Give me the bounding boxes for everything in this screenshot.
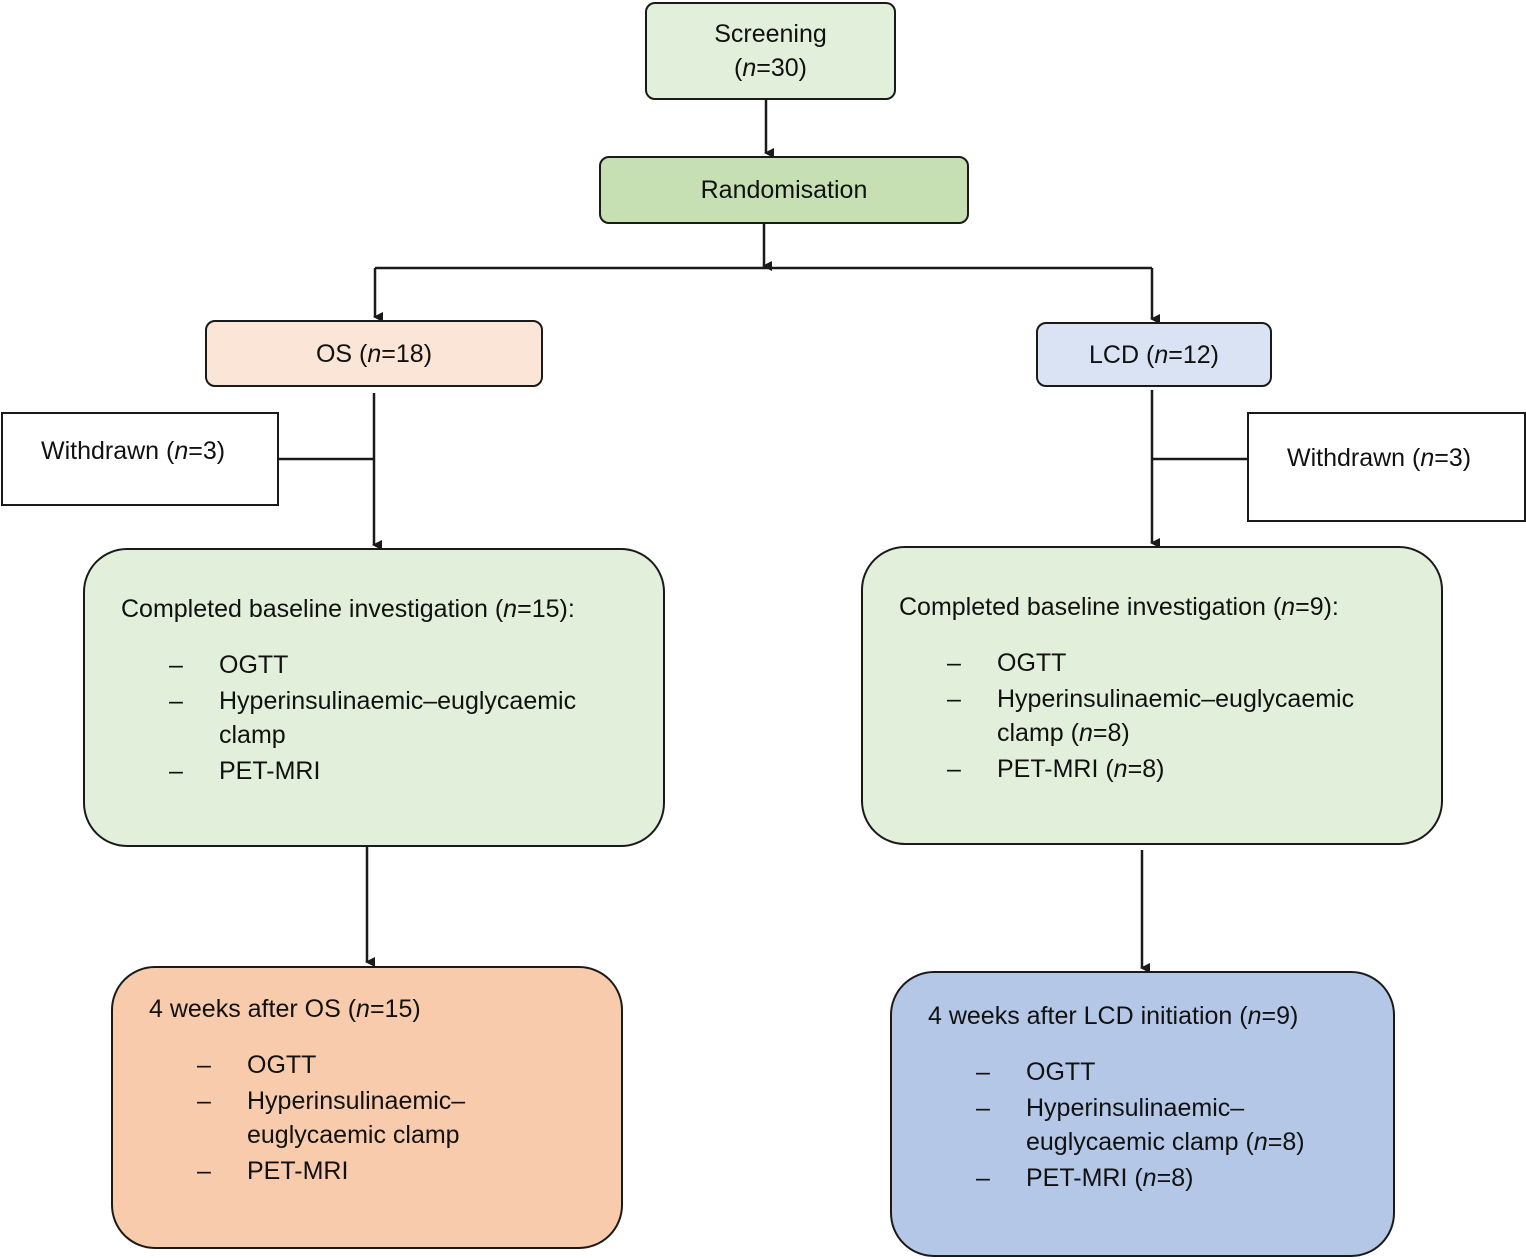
lcd-arm-label: LCD (n=12) xyxy=(1089,340,1219,369)
os-arm-box: OS (n=18) xyxy=(205,320,543,387)
screening-label: Screening xyxy=(714,20,827,48)
lcd-withdrawn-box: Withdrawn (n=3) xyxy=(1247,412,1526,522)
lcd-baseline-title: Completed baseline investigation (n=9): xyxy=(899,593,1339,621)
os-followup-list: –OGTT –Hyperinsulinaemic–euglycaemic cla… xyxy=(149,1048,621,1188)
os-followup-box: 4 weeks after OS (n=15) –OGTT –Hyperinsu… xyxy=(111,966,623,1249)
list-item: –Hyperinsulinaemic–euglycaemic clamp xyxy=(149,1084,621,1152)
randomisation-box: Randomisation xyxy=(599,156,969,224)
lcd-arm-box: LCD (n=12) xyxy=(1036,322,1272,387)
list-item: –Hyperinsulinaemic–euglycaemic clamp (n=… xyxy=(928,1091,1393,1159)
screening-box: Screening (n=30) xyxy=(645,2,896,100)
list-item: –OGTT xyxy=(899,646,1441,680)
list-item: –Hyperinsulinaemic–euglycaemic clamp xyxy=(121,684,663,752)
list-item: –OGTT xyxy=(121,648,663,682)
list-item: –OGTT xyxy=(149,1048,621,1082)
dash-bullet: – xyxy=(947,685,961,713)
lcd-followup-box: 4 weeks after LCD initiation (n=9) –OGTT… xyxy=(890,971,1395,1257)
os-baseline-list: –OGTT –Hyperinsulinaemic–euglycaemic cla… xyxy=(121,648,663,788)
dash-bullet: – xyxy=(197,1087,211,1115)
lcd-baseline-box: Completed baseline investigation (n=9): … xyxy=(861,546,1443,845)
os-arm-label: OS (n=18) xyxy=(315,339,433,368)
list-item: –OGTT xyxy=(928,1055,1393,1089)
lcd-followup-title: 4 weeks after LCD initiation (n=9) xyxy=(928,1002,1299,1030)
lcd-withdrawn-label: Withdrawn (n=3) xyxy=(1287,444,1472,472)
list-item: –PET-MRI xyxy=(121,754,663,788)
list-item: –Hyperinsulinaemic–euglycaemic clamp (n=… xyxy=(899,682,1441,750)
dash-bullet: – xyxy=(197,1051,211,1079)
dash-bullet: – xyxy=(976,1058,990,1086)
dash-bullet: – xyxy=(169,651,183,679)
dash-bullet: – xyxy=(169,757,183,785)
lcd-baseline-list: –OGTT –Hyperinsulinaemic–euglycaemic cla… xyxy=(899,646,1441,786)
dash-bullet: – xyxy=(169,687,183,715)
dash-bullet: – xyxy=(947,649,961,677)
os-baseline-title: Completed baseline investigation (n=15): xyxy=(121,595,575,623)
os-withdrawn-box: Withdrawn (n=3) xyxy=(1,412,279,506)
os-baseline-box: Completed baseline investigation (n=15):… xyxy=(83,548,665,847)
lcd-followup-list: –OGTT –Hyperinsulinaemic–euglycaemic cla… xyxy=(928,1055,1393,1195)
os-withdrawn-label: Withdrawn (n=3) xyxy=(41,437,226,465)
list-item: –PET-MRI xyxy=(149,1154,621,1188)
dash-bullet: – xyxy=(976,1094,990,1122)
randomisation-label: Randomisation xyxy=(700,176,868,204)
list-item: –PET-MRI (n=8) xyxy=(928,1161,1393,1195)
dash-bullet: – xyxy=(976,1164,990,1192)
dash-bullet: – xyxy=(197,1157,211,1185)
screening-count: (n=30) xyxy=(734,54,807,82)
list-item: –PET-MRI (n=8) xyxy=(899,752,1441,786)
dash-bullet: – xyxy=(947,755,961,783)
os-followup-title: 4 weeks after OS (n=15) xyxy=(149,995,421,1023)
